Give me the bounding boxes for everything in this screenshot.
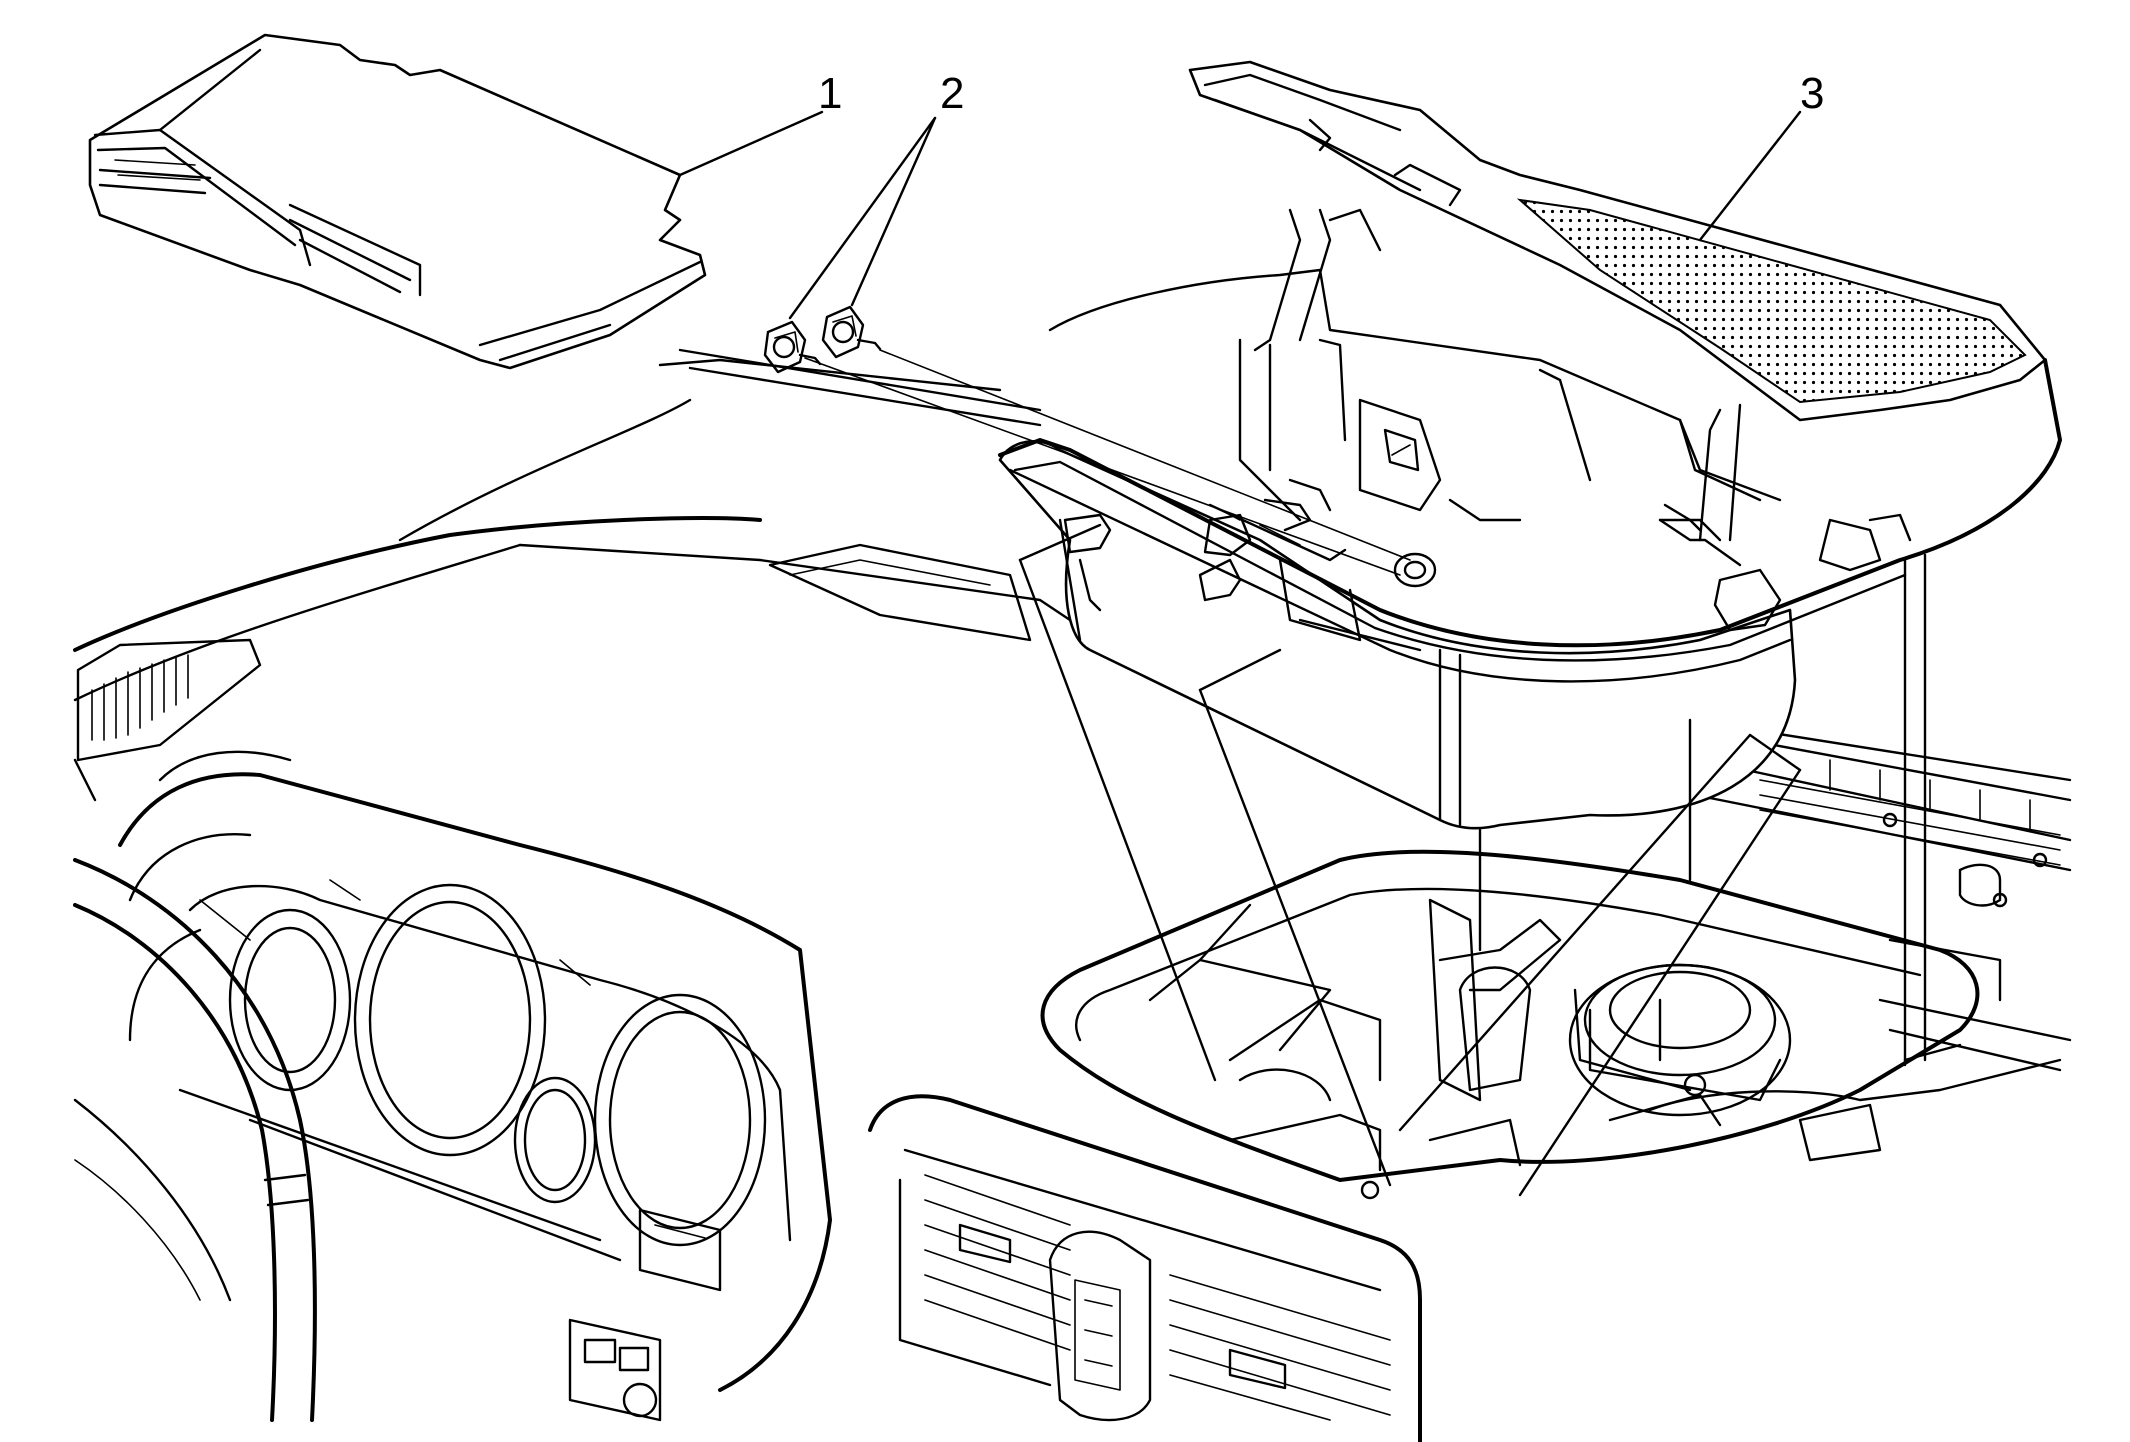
installation-lines [804,349,1962,1197]
part-3-glove-box [998,60,2062,830]
instrument-panel [73,348,2072,1442]
speaker-grille [1516,198,2027,404]
callout-3: 3 [1698,69,1824,242]
fastener-screw-b [821,305,882,359]
callout-2: 2 [788,69,964,320]
part-1-trim-panel [88,33,707,370]
glove-box-opening [1040,849,1980,1200]
center-air-vents [868,1094,1422,1442]
callouts: 1 2 3 [678,69,1824,320]
left-air-vent [76,638,262,762]
callout-1: 1 [678,69,842,177]
part-2-fasteners [763,305,882,374]
fastener-screw-a [763,320,822,374]
callout-2-label: 2 [940,69,964,118]
instrument-cluster [118,750,832,1392]
lower-switch-bank [568,1208,722,1422]
callout-3-label: 3 [1800,69,1824,118]
steering-wheel [73,758,317,1422]
callout-1-label: 1 [818,69,842,118]
